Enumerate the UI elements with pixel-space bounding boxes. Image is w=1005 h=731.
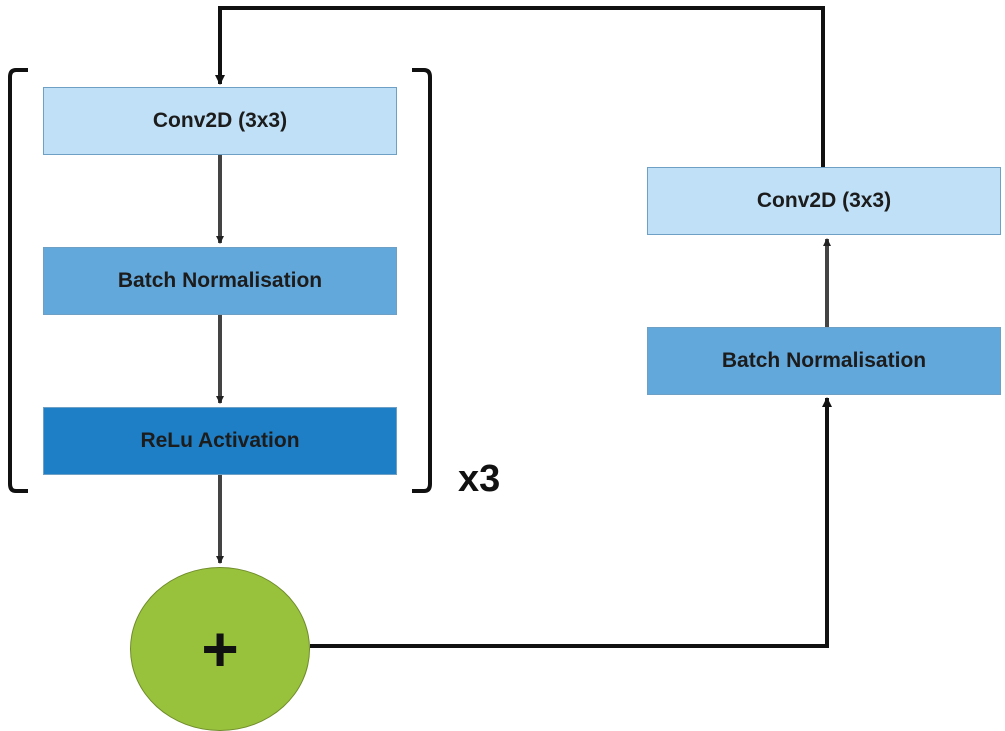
left-bracket bbox=[8, 68, 28, 493]
repeat-label: x3 bbox=[458, 458, 501, 500]
batch-norm-block-left: Batch Normalisation bbox=[43, 247, 397, 315]
relu-activation-block: ReLu Activation bbox=[43, 407, 397, 475]
skip-connection-line bbox=[310, 397, 832, 648]
batch-norm-block-right: Batch Normalisation bbox=[647, 327, 1001, 395]
conv2d-block-right: Conv2D (3x3) bbox=[647, 167, 1001, 235]
right-bracket bbox=[412, 68, 432, 493]
add-node: + bbox=[130, 567, 310, 731]
conv2d-block-left: Conv2D (3x3) bbox=[43, 87, 397, 155]
plus-icon: + bbox=[201, 613, 239, 685]
feedback-loop-line bbox=[215, 6, 825, 167]
